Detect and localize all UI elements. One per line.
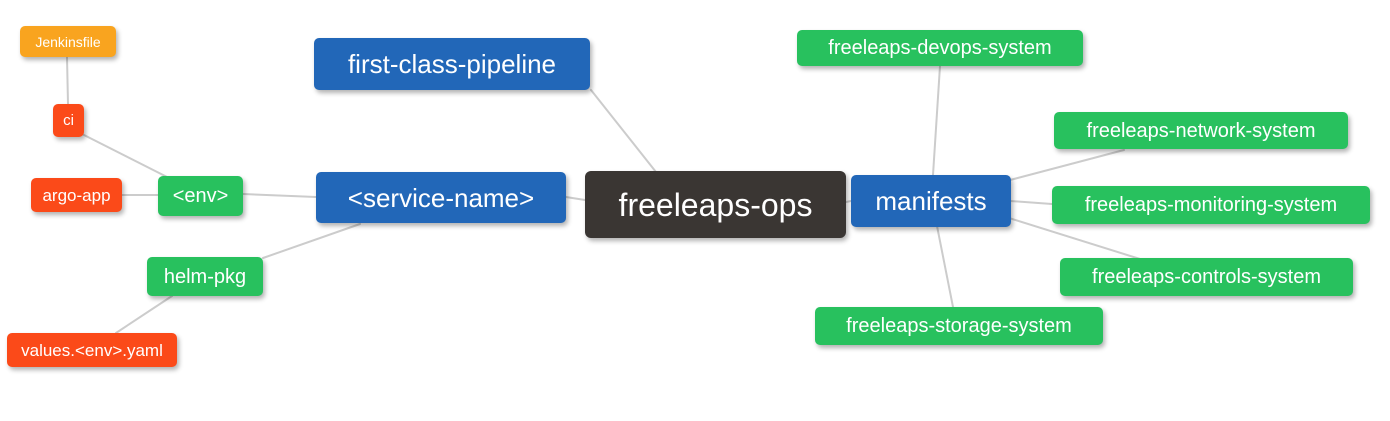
node-helm-pkg[interactable]: helm-pkg bbox=[147, 257, 263, 296]
node-service-name[interactable]: <service-name> bbox=[316, 172, 566, 223]
node-freeleaps-storage-system[interactable]: freeleaps-storage-system bbox=[815, 307, 1103, 345]
edge-pipeline-freeleaps-ops bbox=[590, 89, 657, 173]
edge-manifests-devops-system bbox=[932, 65, 941, 176]
node-freeleaps-controls-system[interactable]: freeleaps-controls-system bbox=[1060, 258, 1353, 296]
node-jenkinsfile[interactable]: Jenkinsfile bbox=[20, 26, 116, 57]
node-first-class-pipeline[interactable]: first-class-pipeline bbox=[314, 38, 590, 90]
edge-env-service-name bbox=[242, 193, 317, 198]
edge-freeleaps-ops-manifests bbox=[845, 200, 852, 203]
edge-service-name-freeleaps-ops bbox=[565, 196, 586, 201]
edge-manifests-network-system bbox=[1009, 149, 1125, 181]
node-freeleaps-ops-root[interactable]: freeleaps-ops bbox=[585, 171, 846, 238]
edge-ci-env bbox=[83, 134, 174, 181]
edge-manifests-monitoring-system bbox=[1009, 200, 1053, 205]
node-freeleaps-network-system[interactable]: freeleaps-network-system bbox=[1054, 112, 1348, 149]
node-freeleaps-monitoring-system[interactable]: freeleaps-monitoring-system bbox=[1052, 186, 1370, 224]
edge-helm-pkg-service-name bbox=[262, 223, 361, 259]
node-argo-app[interactable]: argo-app bbox=[31, 178, 122, 212]
node-manifests[interactable]: manifests bbox=[851, 175, 1011, 227]
node-ci[interactable]: ci bbox=[53, 104, 84, 137]
edge-values-helm-pkg bbox=[115, 295, 173, 334]
edge-jenkinsfile-ci bbox=[66, 56, 69, 105]
edge-manifests-controls-system bbox=[1008, 217, 1141, 260]
edge-manifests-storage-system bbox=[936, 225, 954, 308]
node-values-env-yaml[interactable]: values.<env>.yaml bbox=[7, 333, 177, 367]
node-env[interactable]: <env> bbox=[158, 176, 243, 216]
node-freeleaps-devops-system[interactable]: freeleaps-devops-system bbox=[797, 30, 1083, 66]
